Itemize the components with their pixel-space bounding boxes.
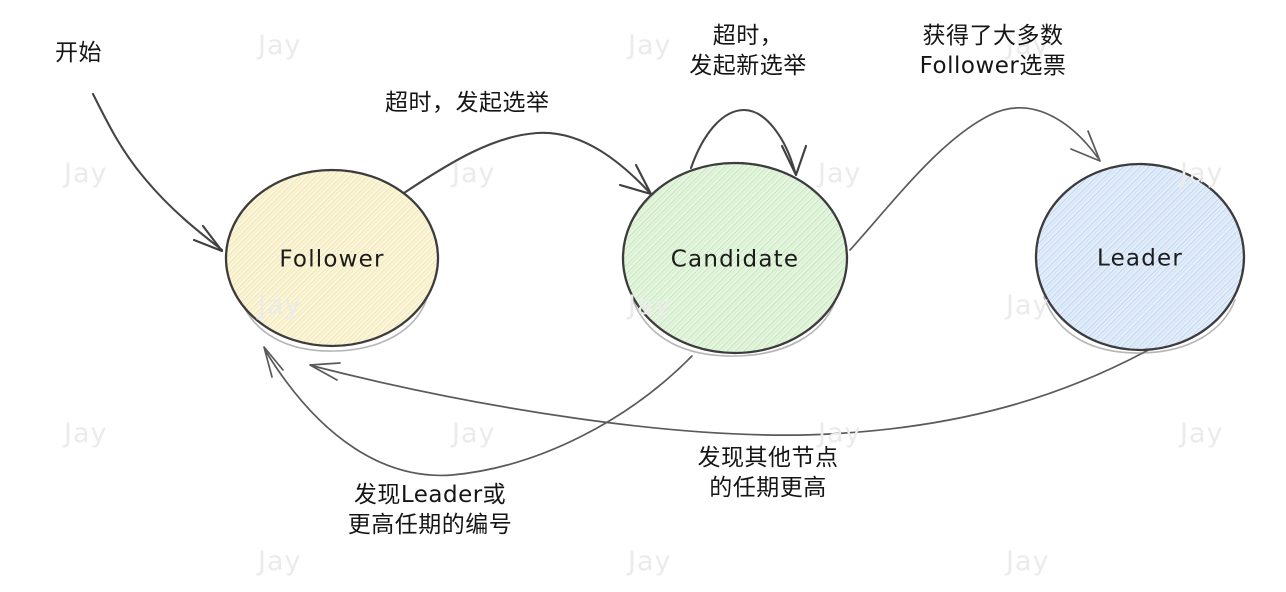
edge-label-candidate-to-follower: 发现其他节点 的任期更高	[697, 445, 839, 502]
candidate-label: Candidate	[671, 247, 799, 273]
edge-label-start: 开始	[55, 40, 102, 66]
follower-label: Follower	[279, 247, 384, 273]
edge-label-leader-to-follower: 发现Leader或 更高任期的编号	[347, 482, 513, 539]
edge-candidate-to-leader	[849, 107, 1101, 251]
edge-start-to-follower	[91, 92, 224, 253]
edge-candidate-to-follower	[263, 346, 693, 477]
node-leader[interactable]: Leader	[1034, 162, 1246, 354]
leader-ellipse[interactable]	[1034, 162, 1246, 352]
candidate-ellipse[interactable]	[621, 161, 849, 355]
edge-follower-to-candidate	[402, 131, 653, 196]
edge-leader-to-follower	[309, 347, 1153, 436]
node-candidate[interactable]: Candidate	[621, 161, 849, 357]
edge-label-candidate-self-loop: 超时， 发起新选举	[689, 23, 807, 80]
edge-candidate-self-loop	[689, 108, 808, 177]
edge-label-candidate-to-leader: 获得了大多数 Follower选票	[919, 23, 1067, 80]
edge-label-follower-to-candidate: 超时，发起选举	[385, 90, 550, 116]
follower-ellipse[interactable]	[224, 168, 440, 348]
leader-label: Leader	[1097, 246, 1183, 272]
node-follower[interactable]: Follower	[224, 168, 440, 352]
